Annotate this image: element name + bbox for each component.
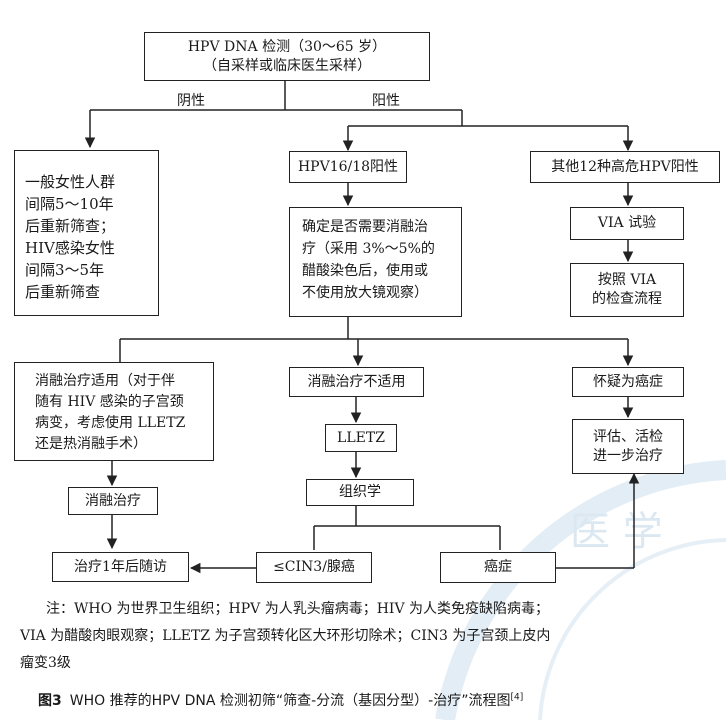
figure-caption: 图3 WHO 推荐的HPV DNA 检测初筛“筛查-分流（基因分型）-治疗”流程图… xyxy=(38,690,523,710)
ablation-treatment-text: 消融治疗 xyxy=(85,492,141,509)
positive-label: 阳性 xyxy=(372,93,400,109)
ablation-not-applicable-box: 消融治疗不适用 xyxy=(289,367,424,397)
watermark-text: 医 学 xyxy=(570,509,663,555)
hpv-dna-test-line1: HPV DNA 检测（30～65 岁） xyxy=(187,38,387,55)
followup-box: 治疗1年后随访 xyxy=(52,552,189,582)
negative-label: 阴性 xyxy=(177,93,205,109)
other12-hr-hpv-text: 其他12种高危HPV阳性 xyxy=(551,158,699,175)
via-test-text: VIA 试验 xyxy=(597,215,657,231)
negative-line-1: 一般女性人群 xyxy=(25,173,116,191)
lletz-box: LLETZ xyxy=(325,424,397,452)
ablation-ok-line-3: 病变，考虑使用 LLETZ xyxy=(35,415,186,431)
assess-line1: 评估、活检 xyxy=(593,428,663,445)
hpv1618-positive-box: HPV16/18阳性 xyxy=(289,151,407,183)
ablation-ok-line-4: 还是热消融手术） xyxy=(35,436,147,452)
ablation-ok-line-1: 消融治疗适用（对于伴 xyxy=(35,373,175,389)
via-flow-line2: 的检查流程 xyxy=(592,291,662,307)
decide-line-2: 疗（采用 3%～5%的 xyxy=(302,241,435,257)
cancer-box: 癌症 xyxy=(440,552,556,583)
negative-line-4: HIV感染女性 xyxy=(25,239,115,257)
negative-rescreen-box: 一般女性人群 间隔5～10年 后重新筛查； HIV感染女性 间隔3～5年 后重新… xyxy=(14,150,159,316)
assess-line2: 进一步治疗 xyxy=(593,447,663,464)
histology-box: 组织学 xyxy=(306,479,414,506)
figure-note: 注：WHO 为世界卫生组织；HPV 为人乳头瘤病毒；HIV 为人类免疫缺陷病毒；… xyxy=(20,596,712,677)
decide-line-4: 不使用放大镜观察） xyxy=(302,285,428,301)
ablation-not-applicable-text: 消融治疗不适用 xyxy=(307,373,406,390)
assess-biopsy-box: 评估、活检 进一步治疗 xyxy=(572,419,684,474)
followup-text: 治疗1年后随访 xyxy=(74,558,167,575)
caption-text: WHO 推荐的HPV DNA 检测初筛“筛查-分流（基因分型）-治疗”流程图 xyxy=(69,693,511,709)
note-line-3: 瘤变3级 xyxy=(20,655,71,671)
via-test-box: VIA 试验 xyxy=(570,207,684,240)
negative-line-6: 后重新筛查 xyxy=(25,283,101,301)
decide-ablation-box: 确定是否需要消融治 疗（采用 3%～5%的 醋酸染色后，使用或 不使用放大镜观察… xyxy=(289,207,462,317)
caption-label: 图3 xyxy=(38,693,62,709)
negative-line-3: 后重新筛查； xyxy=(25,217,116,235)
decide-line-1: 确定是否需要消融治 xyxy=(302,219,428,235)
hpv-dna-test-line2: （自采样或临床医生采样） xyxy=(203,57,371,74)
ablation-treatment-box: 消融治疗 xyxy=(68,487,158,515)
hpv1618-positive-text: HPV16/18阳性 xyxy=(297,158,399,175)
negative-line-2: 间隔5～10年 xyxy=(25,195,114,213)
lletz-text: LLETZ xyxy=(337,429,385,446)
via-flow-box: 按照 VIA 的检查流程 xyxy=(570,263,684,317)
cin3-adenocarcinoma-text: ≤CIN3/腺癌 xyxy=(273,559,355,575)
ablation-applicable-box: 消融治疗适用（对于伴 随有 HIV 感染的子宫颈 病变，考虑使用 LLETZ 还… xyxy=(14,362,214,461)
note-line-2: VIA 为醋酸肉眼观察；LLETZ 为子宫颈转化区大环形切除术；CIN3 为子宫… xyxy=(20,628,551,644)
suspect-cancer-text: 怀疑为癌症 xyxy=(593,373,663,390)
ablation-ok-line-2: 随有 HIV 感染的子宫颈 xyxy=(35,394,184,410)
cancer-text: 癌症 xyxy=(484,559,512,575)
via-flow-line1: 按照 VIA xyxy=(597,272,657,288)
cin3-adenocarcinoma-box: ≤CIN3/腺癌 xyxy=(256,552,372,583)
note-line-1: 注：WHO 为世界卫生组织；HPV 为人乳头瘤病毒；HIV 为人类免疫缺陷病毒； xyxy=(46,601,550,617)
suspect-cancer-box: 怀疑为癌症 xyxy=(572,367,684,397)
caption-ref: [4] xyxy=(510,692,524,703)
histology-text: 组织学 xyxy=(339,484,381,500)
negative-line-5: 间隔3～5年 xyxy=(25,261,105,279)
other12-hr-hpv-box: 其他12种高危HPV阳性 xyxy=(530,151,720,183)
decide-line-3: 醋酸染色后，使用或 xyxy=(302,263,428,279)
hpv-dna-test-box: HPV DNA 检测（30～65 岁） （自采样或临床医生采样） xyxy=(144,32,430,81)
